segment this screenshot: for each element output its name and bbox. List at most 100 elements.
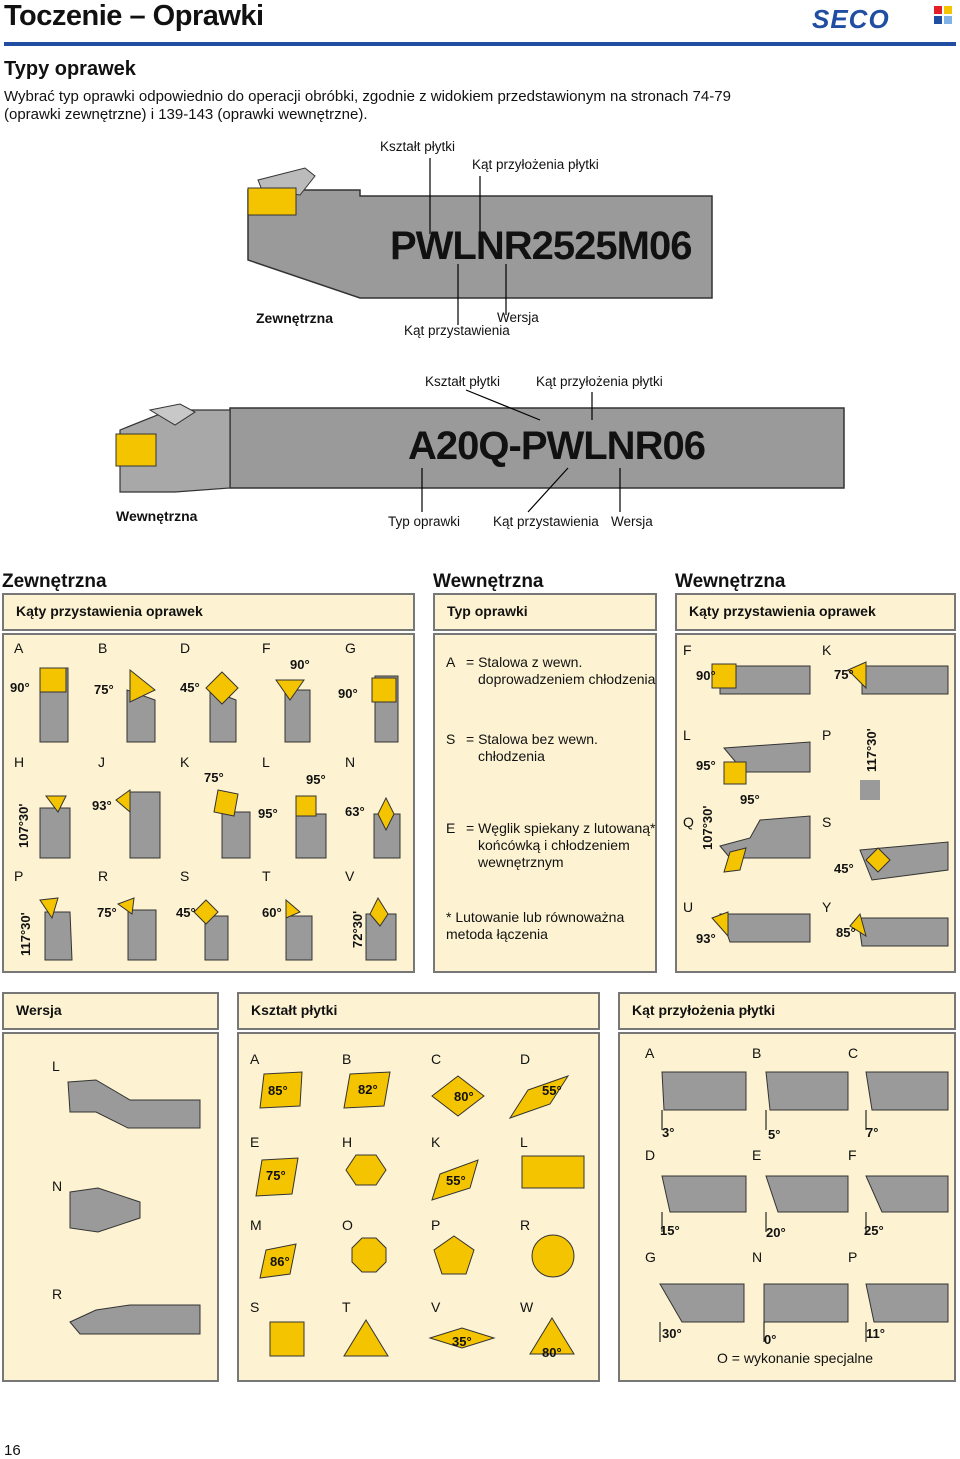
- type-text: = Stalowa z wewn.: [466, 654, 583, 670]
- int-letter: S: [822, 814, 832, 830]
- shape-letter: M: [250, 1217, 262, 1233]
- int-angle: 45°: [834, 861, 854, 876]
- shape-angle: 80°: [542, 1345, 562, 1360]
- shape-letter: W: [520, 1299, 534, 1315]
- version-panel-head: Wersja: [2, 992, 219, 1030]
- shape-letter: P: [431, 1217, 441, 1233]
- page-number: 16: [4, 1442, 21, 1459]
- clearance-angle: 11°: [866, 1326, 885, 1341]
- version-drawings: [67, 1079, 201, 1335]
- int-angle: 95°: [696, 758, 716, 773]
- ext-letter: S: [180, 868, 190, 884]
- ext-letter: B: [98, 640, 108, 656]
- ext-angle: 45°: [176, 905, 196, 920]
- ext-letter: N: [345, 754, 356, 770]
- shape-angle: 55°: [542, 1083, 562, 1098]
- int-label-shape: Kształt płytki: [425, 374, 501, 389]
- int-letter: L: [683, 727, 691, 743]
- int-code: A20Q-PWLNR06: [408, 424, 706, 468]
- version-letter: N: [52, 1178, 63, 1194]
- shape-letter: V: [431, 1299, 441, 1315]
- ext-angle: 93°: [92, 798, 112, 813]
- ext-angle: 90°: [338, 686, 358, 701]
- shape-angle: 82°: [358, 1082, 378, 1097]
- ext-letter: D: [180, 640, 191, 656]
- ext-angle-2: 95°: [258, 806, 278, 821]
- ext-section-title: Zewnętrzna: [2, 571, 107, 592]
- int-label-clearance: Kąt przyłożenia płytki: [536, 374, 663, 389]
- int-panel-head: Kąty przystawienia oprawek: [675, 593, 956, 631]
- type-text: = Stalowa bez wewn.: [466, 731, 598, 747]
- shape-angle: 80°: [454, 1089, 474, 1104]
- int-angle: 85°: [836, 925, 856, 940]
- type-panel: [433, 633, 657, 973]
- int-angles-drawings: [711, 661, 949, 947]
- ext-angle: 90°: [10, 680, 30, 695]
- shape-angle: 75°: [266, 1168, 286, 1183]
- clearance-letter: A: [645, 1045, 655, 1061]
- ext-letter: J: [98, 754, 105, 770]
- ext-letter: T: [262, 868, 271, 884]
- ext-letter: F: [262, 640, 271, 656]
- type-text: = Węglik spiekany z lutowaną*: [466, 820, 656, 836]
- clearance-angle: 0°: [764, 1332, 777, 1347]
- clearance-letter: B: [752, 1045, 762, 1061]
- ext-label-type: Zewnętrzna: [256, 310, 334, 326]
- ext-angle: 45°: [180, 680, 200, 695]
- external-holder-drawing: [247, 158, 713, 325]
- type-text: chłodzenia: [478, 748, 545, 764]
- ext-letter: R: [98, 868, 109, 884]
- shape-angle: 35°: [452, 1334, 472, 1349]
- ext-angle: 60°: [262, 905, 282, 920]
- type-code: E: [446, 820, 456, 836]
- type-text: doprowadzeniem chłodzenia: [478, 671, 656, 687]
- type-note: metoda łączenia: [446, 926, 548, 942]
- ext-label-shape: Kształt płytki: [380, 139, 456, 154]
- int-letter: Q: [683, 814, 694, 830]
- page-title: Toczenie – Oprawki: [4, 0, 264, 32]
- clearance-letter: F: [848, 1147, 857, 1163]
- ext-letter: V: [345, 868, 355, 884]
- header-rule: [4, 42, 956, 46]
- clearance-angle: 25°: [864, 1223, 884, 1238]
- ext-angle: 90°: [290, 657, 310, 672]
- version-letter: L: [52, 1058, 60, 1074]
- ext-letter: L: [262, 754, 270, 770]
- clearance-letter: N: [752, 1249, 763, 1265]
- ext-letter: G: [345, 640, 356, 656]
- shape-angle: 85°: [268, 1083, 288, 1098]
- clearance-letter: E: [752, 1147, 762, 1163]
- int-letter: Y: [822, 899, 832, 915]
- type-section-title: Wewnętrzna: [433, 571, 544, 592]
- int-angle: 75°: [834, 667, 854, 682]
- ext-angle: 95°: [306, 772, 326, 787]
- intro-text: Wybrać typ oprawki odpowiednio do operac…: [4, 88, 731, 123]
- clearance-letter: G: [645, 1249, 656, 1265]
- type-code: A: [446, 654, 456, 670]
- clearance-letter: P: [848, 1249, 858, 1265]
- clearance-angle: 20°: [766, 1225, 786, 1240]
- int-label-version: Wersja: [611, 514, 653, 529]
- int-label-type: Wewnętrzna: [116, 508, 198, 524]
- shape-letter: C: [431, 1051, 442, 1067]
- ext-letter: A: [14, 640, 24, 656]
- shape-letter: T: [342, 1299, 351, 1315]
- ext-angles-drawings: [39, 667, 401, 961]
- ext-letter: P: [14, 868, 24, 884]
- clearance-angle: 5°: [768, 1127, 781, 1142]
- type-code: S: [446, 731, 456, 747]
- ext-panel-head: Kąty przystawienia oprawek: [2, 593, 415, 631]
- int-label-holder-type: Typ oprawki: [388, 514, 461, 529]
- clearance-note: O = wykonanie specjalne: [717, 1350, 874, 1366]
- seco-logo: SECO: [812, 4, 890, 34]
- clearance-letter: C: [848, 1045, 859, 1061]
- clearance-panel-head: Kąt przyłożenia płytki: [618, 992, 956, 1030]
- shape-panel-head: Kształt płytki: [237, 992, 600, 1030]
- shape-letter: L: [520, 1134, 528, 1150]
- shape-drawings: [255, 1071, 585, 1357]
- clearance-angle: 7°: [866, 1125, 879, 1140]
- int-label-approach: Kąt przystawienia: [493, 514, 599, 529]
- ext-code: PWLNR2525M06: [390, 224, 692, 268]
- version-letter: R: [52, 1286, 63, 1302]
- shape-letter: A: [250, 1051, 260, 1067]
